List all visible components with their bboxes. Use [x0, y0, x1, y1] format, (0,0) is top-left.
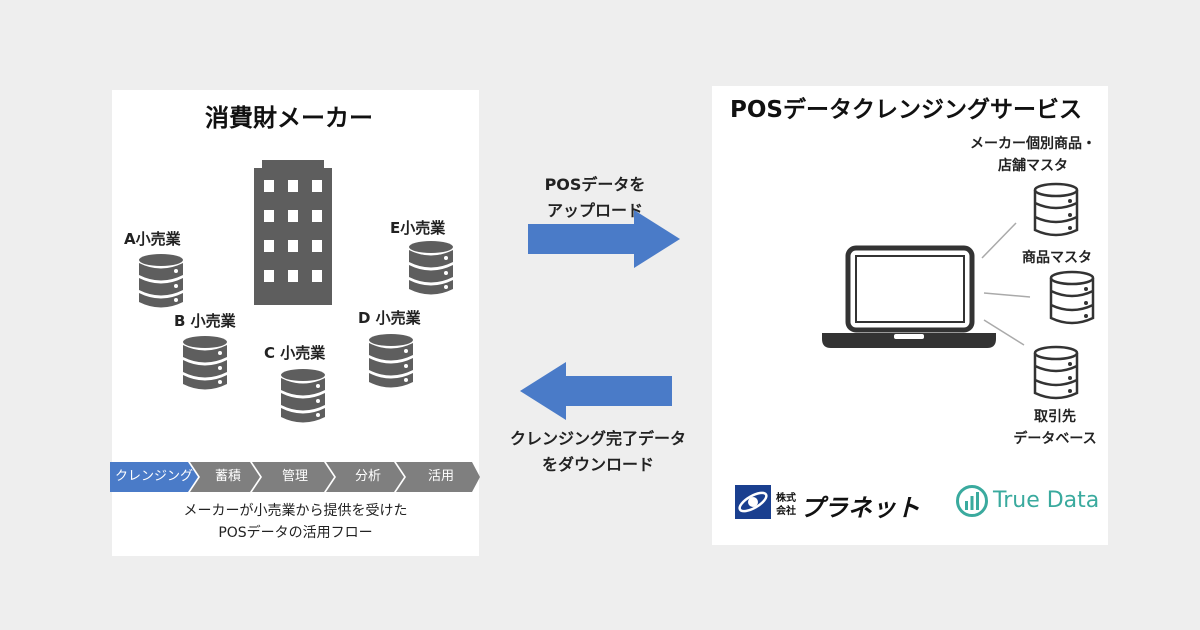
- planet-logo-small-bottom: 会社: [776, 506, 796, 517]
- retailer-c-label: C 小売業: [264, 344, 326, 362]
- partner-database-icon: [1033, 345, 1079, 400]
- retailer-d-label: D 小売業: [358, 309, 421, 327]
- master-database-icon: [1033, 182, 1079, 237]
- partner-database-label-line2: データベース: [1013, 431, 1097, 447]
- connector-lines: [981, 222, 1031, 346]
- process-flow-shapes: [110, 462, 480, 492]
- database-icon-c: [281, 369, 325, 423]
- master-database-label-line2: 店舗マスタ: [998, 158, 1068, 174]
- flow-step-management: 管理: [281, 469, 308, 484]
- process-flow: クレンジング 蓄積 管理 分析 活用: [110, 462, 480, 492]
- database-icon-b: [183, 336, 227, 390]
- master-database-label-line1: メーカー個別商品・: [970, 136, 1096, 152]
- flow-step-2-shape: [190, 462, 260, 492]
- truedata-logo-name: True Data: [993, 488, 1100, 513]
- planet-logo-name: プラネット: [800, 494, 920, 522]
- product-master-label: 商品マスタ: [1022, 250, 1092, 266]
- partner-database-label: 取引先 データベース: [1000, 406, 1110, 450]
- database-icon-a: [139, 254, 183, 308]
- cleansing-service-panel: [712, 86, 1108, 545]
- planet-logo-mark: [735, 485, 771, 519]
- flow-caption-line1: メーカーが小売業から提供を受けた: [183, 503, 408, 519]
- download-label-line2: をダウンロード: [541, 455, 654, 474]
- flow-step-utilization: 活用: [427, 469, 454, 484]
- truedata-logo-mark: [956, 485, 988, 517]
- retailer-e-label: E小売業: [390, 219, 446, 237]
- database-icon-e: [409, 241, 453, 295]
- upload-label-line1: POSデータを: [544, 175, 646, 194]
- laptop-icon: [822, 245, 996, 348]
- product-master-database-icon: [1049, 270, 1095, 325]
- download-arrow-icon: [520, 362, 672, 420]
- upload-arrow-icon: [528, 210, 680, 268]
- master-database-label: メーカー個別商品・ 店舗マスタ: [958, 133, 1108, 177]
- upload-label: POSデータを アップロード: [520, 172, 670, 224]
- flow-caption: メーカーが小売業から提供を受けた POSデータの活用フロー: [112, 500, 479, 544]
- service-title: POSデータクレンジングサービス: [730, 97, 1082, 123]
- retailer-b-label: B 小売業: [174, 312, 236, 330]
- building-icon: [254, 160, 332, 305]
- flow-caption-line2: POSデータの活用フロー: [218, 525, 373, 541]
- planet-logo-small-top: 株式: [776, 493, 796, 504]
- flow-step-5-shape: [396, 462, 480, 492]
- flow-step-cleansing: クレンジング: [114, 469, 193, 484]
- flow-step-storage: 蓄積: [214, 469, 241, 484]
- flow-step-analysis: 分析: [354, 469, 381, 484]
- retailer-a-label: A小売業: [124, 230, 181, 248]
- flow-step-1-shape: [110, 462, 198, 492]
- download-label-line1: クレンジング完了データ: [509, 429, 686, 448]
- partner-database-label-line1: 取引先: [1034, 409, 1076, 425]
- manufacturer-title: 消費財メーカー: [205, 104, 373, 132]
- flow-step-3-shape: [252, 462, 334, 492]
- upload-label-line2: アップロード: [546, 201, 643, 220]
- flow-step-4-shape: [326, 462, 404, 492]
- database-icon-d: [369, 334, 413, 388]
- download-label: クレンジング完了データ をダウンロード: [488, 426, 708, 478]
